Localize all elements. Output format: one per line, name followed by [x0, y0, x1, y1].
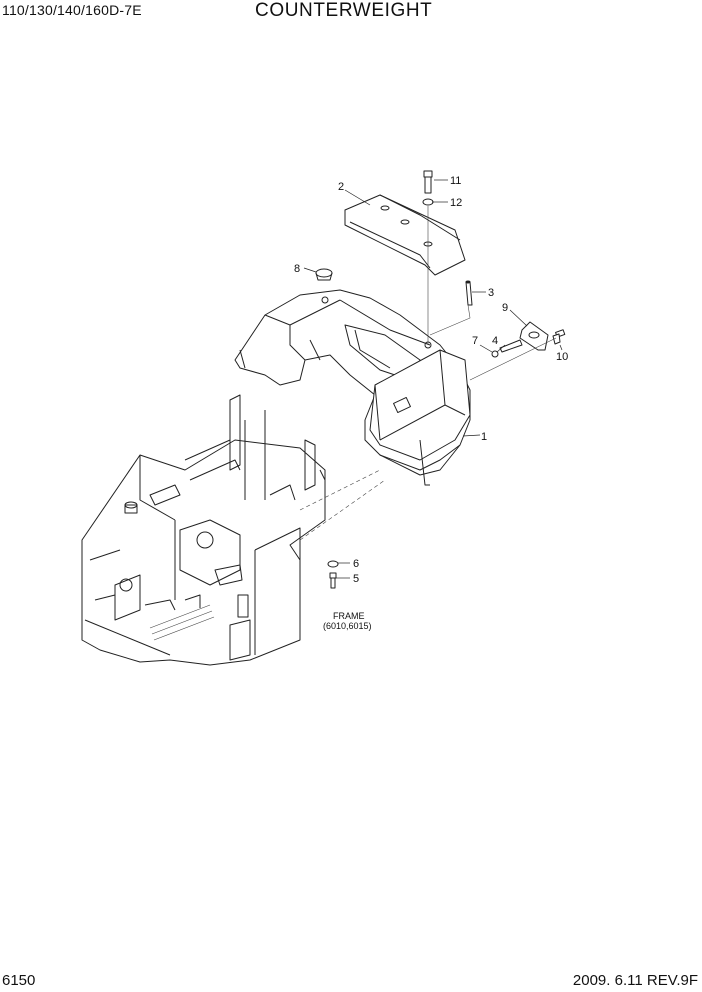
frame-label-title: FRAME: [333, 611, 365, 621]
callout-3: 3: [488, 287, 494, 299]
callout-8: 8: [294, 263, 300, 275]
counterweight-body: [234, 289, 471, 486]
model-number: 110/130/140/160D-7E: [2, 2, 142, 18]
callout-1: 1: [481, 431, 487, 443]
callout-leaders: [303, 179, 563, 579]
callout-4: 4: [492, 335, 498, 347]
frame-drawing: [81, 394, 386, 666]
nut-part-7: [491, 350, 499, 358]
callout-11: 11: [450, 175, 461, 187]
plate-part-9: [519, 321, 549, 351]
washer-part-12: [422, 198, 434, 206]
bolt-part-11: [423, 170, 433, 194]
cover-plate: [344, 194, 466, 276]
callout-10: 10: [556, 351, 568, 363]
pin-part-3: [465, 280, 473, 306]
callout-7: 7: [472, 335, 478, 347]
frame-label-codes: (6010,6015): [323, 621, 372, 631]
callout-9: 9: [502, 302, 508, 314]
page-title: COUNTERWEIGHT: [255, 0, 433, 21]
callout-numbers: 1 2 3 4 5 6 7 8 9 10 11 12: [294, 175, 568, 585]
bolt-part-5: [329, 572, 337, 589]
cap-part-8: [315, 268, 333, 281]
pin-leader: [429, 304, 471, 336]
frame-label: FRAME (6010,6015): [323, 611, 372, 631]
callout-2: 2: [338, 181, 344, 193]
callout-12: 12: [450, 197, 462, 209]
washer-part-6: [327, 560, 339, 568]
revision-info: 2009. 6.11 REV.9F: [572, 972, 698, 989]
callout-5: 5: [353, 573, 359, 585]
mount-axis-line: [469, 337, 557, 381]
bolt-part-10: [552, 329, 566, 345]
callout-6: 6: [353, 558, 359, 570]
bolt-part-4: [499, 339, 523, 353]
page-number: 6150: [2, 972, 36, 989]
